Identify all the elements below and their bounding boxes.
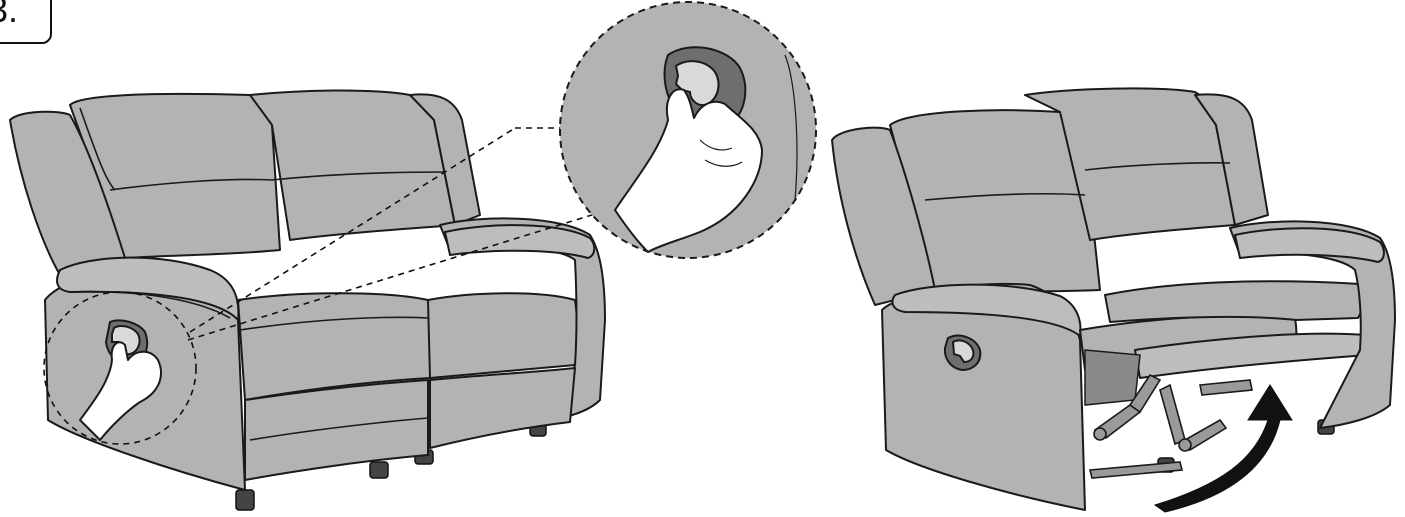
sofa-foot bbox=[370, 462, 388, 478]
sofa-foot bbox=[236, 490, 254, 510]
sofa-reclined bbox=[832, 88, 1395, 512]
front-apron-right bbox=[430, 368, 575, 448]
back-cushion-right bbox=[250, 90, 455, 240]
sofa-closed bbox=[10, 90, 608, 510]
zoom-detail bbox=[560, 2, 816, 258]
recliner-handle-icon bbox=[945, 336, 980, 370]
seat-cushion-right bbox=[428, 293, 577, 378]
under-seat-shadow bbox=[1085, 350, 1140, 405]
seat-cushion-right bbox=[1105, 281, 1362, 322]
